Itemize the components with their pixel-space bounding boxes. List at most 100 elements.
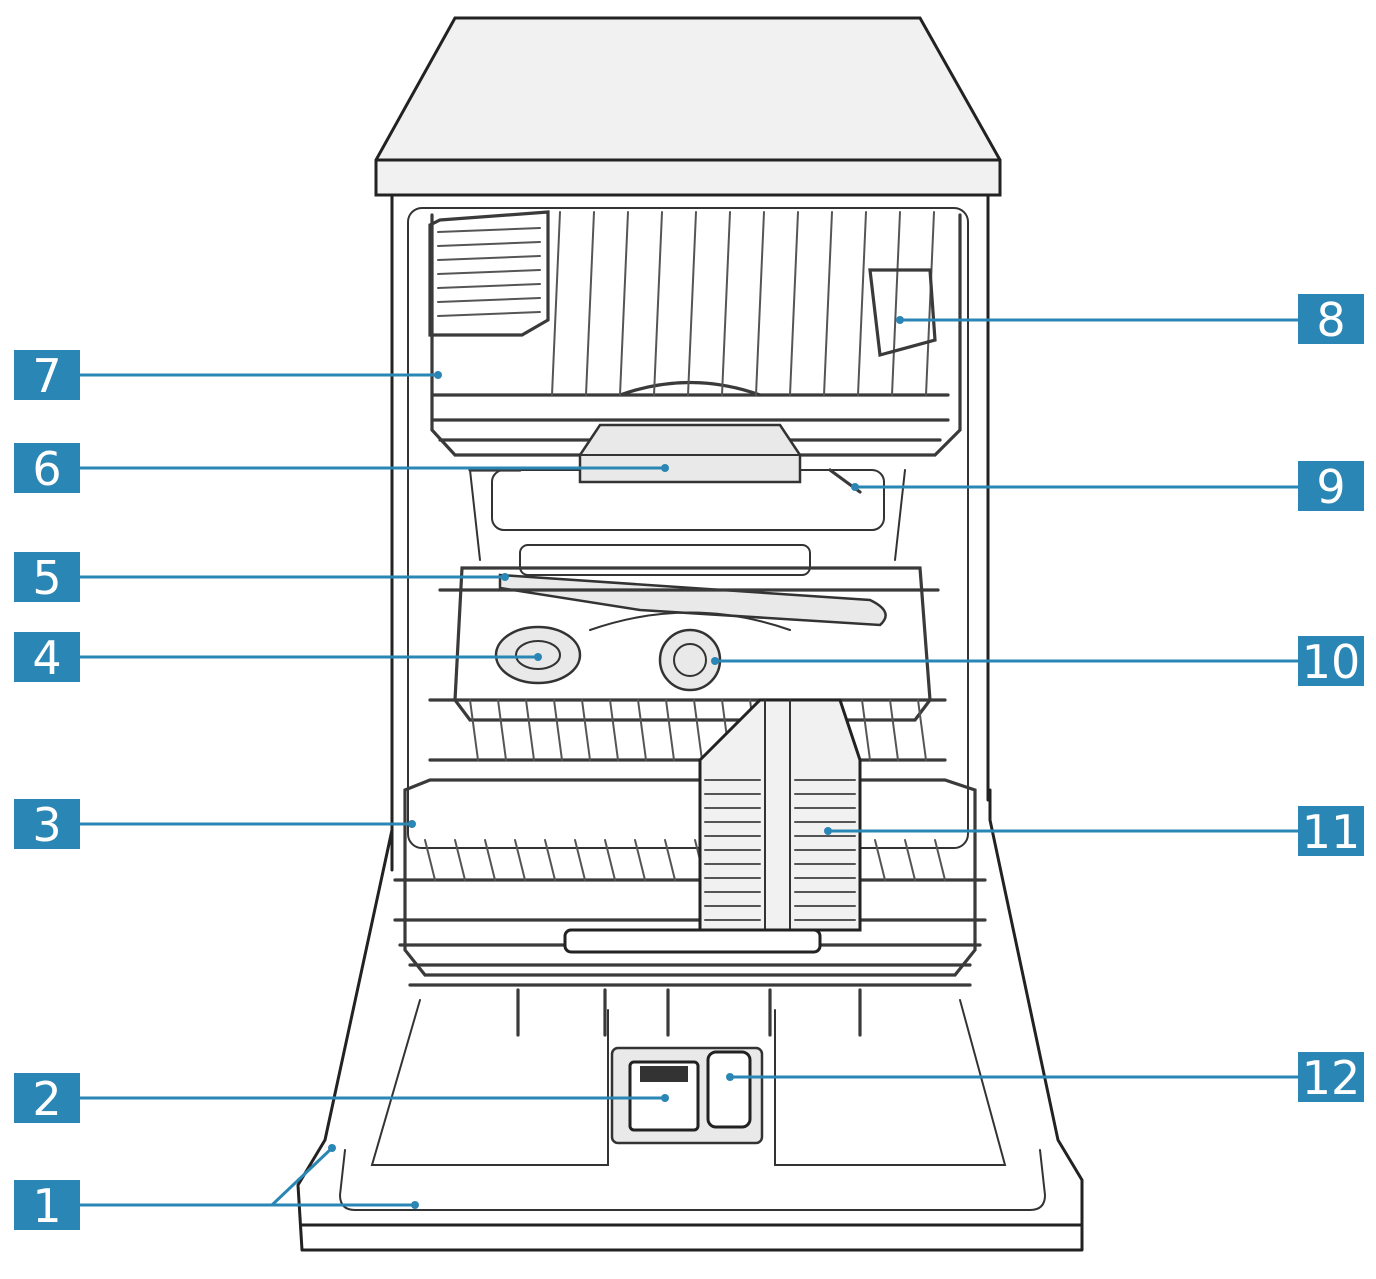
callout-7-number: 7	[32, 349, 61, 403]
detergent-dispenser	[610, 1046, 764, 1145]
cutlery-tray-rod	[437, 297, 541, 303]
callout-6-badge	[14, 443, 80, 493]
callout-3: 3	[14, 798, 416, 852]
bottom-basket-tine	[574, 839, 586, 881]
lower-basket-tine	[861, 699, 871, 761]
callout-3-badge	[14, 799, 80, 849]
cutlery-basket	[563, 698, 862, 954]
callout-10: 10	[711, 635, 1364, 689]
bottom-basket-tine	[484, 839, 496, 881]
callout-11: 11	[824, 805, 1364, 859]
lower-basket-tine	[637, 699, 647, 761]
cutlery-tray-rod	[437, 255, 541, 261]
cutlery-tray-rod	[437, 241, 541, 247]
callout-2: 2	[14, 1072, 669, 1126]
callout-8-pointer	[896, 316, 904, 324]
callout-6: 6	[14, 442, 669, 496]
callout-1: 1	[14, 1144, 419, 1233]
callout-8-badge	[1298, 294, 1364, 344]
callout-6-pointer	[661, 464, 669, 472]
lower-basket-tine	[525, 699, 535, 761]
lower-basket-tine	[693, 699, 703, 761]
callout-7: 7	[14, 349, 442, 403]
lower-basket	[393, 566, 987, 1037]
lower-basket-tine	[917, 699, 927, 761]
lower-basket-tine	[469, 699, 479, 761]
upper-basket-rod	[687, 211, 697, 396]
callout-2-number: 2	[32, 1072, 61, 1126]
callout-11-badge	[1298, 806, 1364, 856]
bottom-basket-tine	[544, 839, 556, 881]
filter-system	[589, 611, 791, 692]
upper-basket-rod	[755, 211, 765, 396]
callout-12-number: 12	[1302, 1051, 1361, 1105]
lower-basket-tine	[665, 699, 675, 761]
bottom-basket-tine	[454, 839, 466, 881]
callout-5-number: 5	[32, 551, 61, 605]
bottom-basket-tine	[664, 839, 676, 881]
callout-1-pointer	[328, 1144, 336, 1152]
upper-basket-rod	[585, 211, 595, 396]
lower-basket-tine	[581, 699, 591, 761]
callout-8-number: 8	[1316, 293, 1345, 347]
upper-basket-rod	[551, 211, 561, 396]
callout-10-badge	[1298, 636, 1364, 686]
callout-10-number: 10	[1302, 635, 1361, 689]
lower-basket-tine	[609, 699, 619, 761]
upper-basket-rod	[619, 211, 629, 396]
callout-1-pointer-2	[411, 1201, 419, 1209]
bottom-basket-tine	[874, 839, 886, 881]
callout-9-number: 9	[1316, 460, 1345, 514]
callout-2-badge	[14, 1073, 80, 1123]
callout-4: 4	[14, 631, 542, 685]
callout-5-badge	[14, 552, 80, 602]
bottom-basket-tine	[424, 839, 436, 881]
callout-9-badge	[1298, 461, 1364, 511]
cutlery-tray-rod	[437, 269, 541, 275]
callout-4-pointer	[534, 653, 542, 661]
callout-3-number: 3	[32, 798, 61, 852]
door	[296, 788, 1084, 1252]
callout-7-pointer	[434, 371, 442, 379]
bottom-basket-tine	[934, 839, 946, 881]
upper-basket-rod	[789, 211, 799, 396]
callout-4-number: 4	[32, 631, 61, 685]
callout-12: 12	[726, 1051, 1364, 1105]
callout-2-pointer	[661, 1094, 669, 1102]
upper-basket	[428, 210, 962, 457]
callout-7-badge	[14, 350, 80, 400]
callout-11-number: 11	[1302, 805, 1361, 859]
lower-basket-tine	[497, 699, 507, 761]
upper-basket-rod	[721, 211, 731, 396]
callout-4-badge	[14, 632, 80, 682]
upper-basket-rod	[653, 211, 663, 396]
cutlery-tray-rod	[437, 283, 541, 289]
worktop	[374, 16, 1002, 197]
callout-12-badge	[1298, 1052, 1364, 1102]
cutlery-tray-rod	[437, 227, 541, 233]
upper-basket-rod	[823, 211, 833, 396]
callout-9-pointer	[851, 483, 859, 491]
bottom-basket-tine	[514, 839, 526, 881]
callout-1-number: 1	[32, 1179, 61, 1233]
lower-basket-tine	[889, 699, 899, 761]
callout-10-pointer	[711, 657, 719, 665]
callout-8: 8	[896, 293, 1364, 347]
upper-basket-rod	[857, 211, 867, 396]
cutlery-tray-rod	[437, 311, 541, 317]
upper-basket-rod	[891, 211, 901, 396]
bottom-basket-tine	[904, 839, 916, 881]
callout-12-pointer	[726, 1073, 734, 1081]
callout-11-pointer	[824, 827, 832, 835]
callout-1-badge	[14, 1180, 80, 1230]
callout-5: 5	[14, 551, 509, 605]
bottom-basket-tine	[604, 839, 616, 881]
callout-9: 9	[851, 460, 1364, 514]
upper-basket-rod	[925, 211, 935, 396]
callout-5-pointer	[501, 573, 509, 581]
callout-3-pointer	[408, 820, 416, 828]
lower-basket-tine	[553, 699, 563, 761]
bottom-basket-tine	[634, 839, 646, 881]
